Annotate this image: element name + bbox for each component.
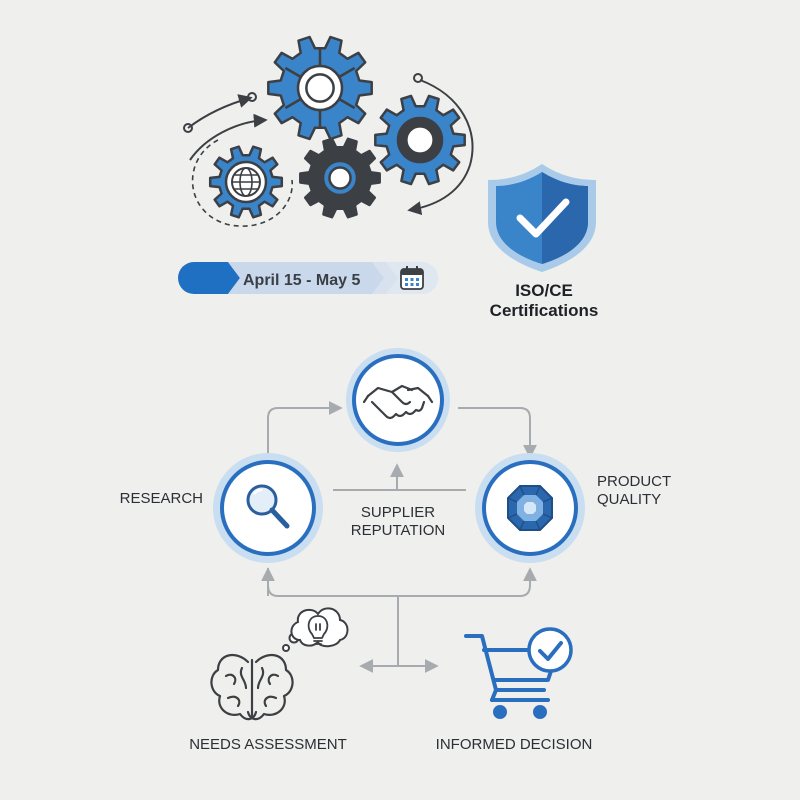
supplier-reputation-node: SUPPLIER REPUTATION xyxy=(346,348,450,539)
certification-subtitle: Certifications xyxy=(490,301,599,320)
gear-icon xyxy=(299,137,381,219)
gear-icon xyxy=(374,94,466,186)
certification-badge: ISO/CE Certifications xyxy=(488,164,598,320)
shopping-cart-icon xyxy=(464,634,560,719)
research-node: RESEARCH xyxy=(120,453,323,563)
gear-flow-arrow-right xyxy=(407,79,474,216)
quality-label-line1: PRODUCT xyxy=(597,473,671,490)
certification-title: ISO/CE xyxy=(515,281,573,300)
needs-assessment-node: NEEDS ASSESSMENT xyxy=(189,607,349,753)
gear-cluster xyxy=(183,35,474,227)
supplier-label-line1: SUPPLIER xyxy=(361,504,435,521)
shield-check-icon xyxy=(488,164,596,272)
magnifier-icon xyxy=(246,484,290,529)
handshake-icon xyxy=(362,384,434,420)
flow-connectors xyxy=(261,401,537,673)
research-label: RESEARCH xyxy=(120,490,203,507)
quality-label-line2: QUALITY xyxy=(597,491,661,508)
timeline-label: April 15 - May 5 xyxy=(243,272,360,289)
brain-icon xyxy=(210,653,294,721)
supplier-label-line2: REPUTATION xyxy=(351,522,445,539)
globe-icon xyxy=(231,167,261,197)
informed-decision-node: INFORMED DECISION xyxy=(436,627,593,753)
calendar-icon xyxy=(400,266,424,290)
check-icon xyxy=(527,627,573,673)
needs-label: NEEDS ASSESSMENT xyxy=(189,736,347,753)
timeline-bar: April 15 - May 5 xyxy=(178,262,438,294)
gem-icon xyxy=(507,485,553,531)
product-quality-node: PRODUCT QUALITY xyxy=(475,453,671,563)
lightbulb-icon xyxy=(307,615,329,645)
gear-icon xyxy=(267,35,373,141)
gear-flow-arrow-top xyxy=(187,94,253,129)
gear-flow-arrow-left xyxy=(189,113,268,161)
decision-label: INFORMED DECISION xyxy=(436,736,593,753)
